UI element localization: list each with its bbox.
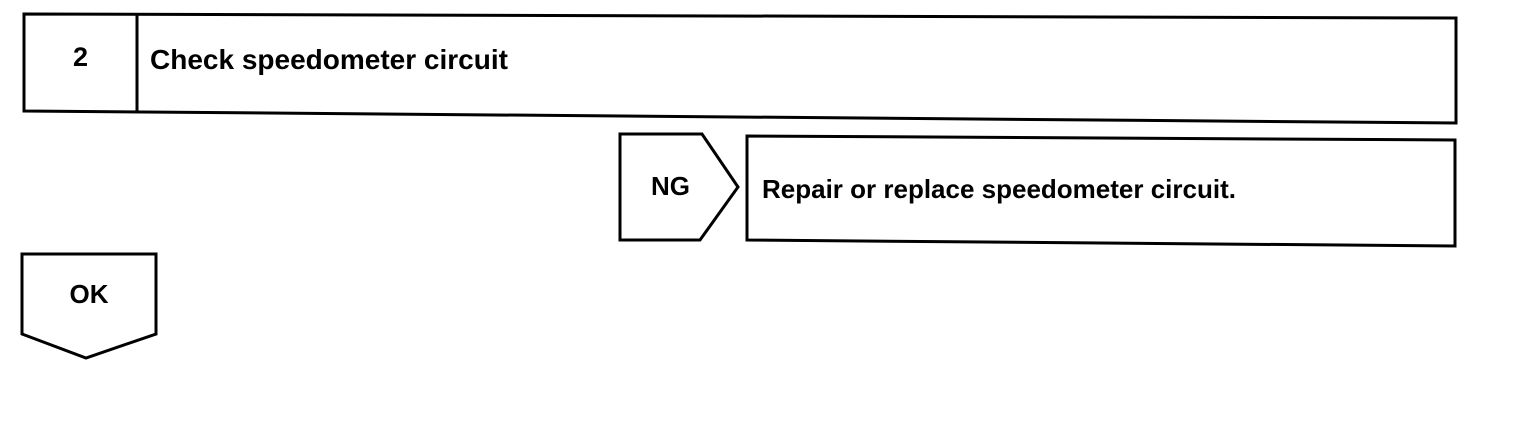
ng-action-text: Repair or replace speedometer circuit.	[762, 174, 1236, 204]
ok-arrow-shape	[20, 252, 158, 360]
step-number: 2	[72, 42, 89, 72]
ng-label: NG	[651, 171, 690, 201]
ng-action-box	[745, 134, 1457, 248]
ng-arrow-shape	[618, 132, 740, 242]
ok-label: OK	[69, 279, 109, 309]
step-header-box	[22, 12, 1458, 125]
step-title: Check speedometer circuit	[150, 44, 508, 75]
